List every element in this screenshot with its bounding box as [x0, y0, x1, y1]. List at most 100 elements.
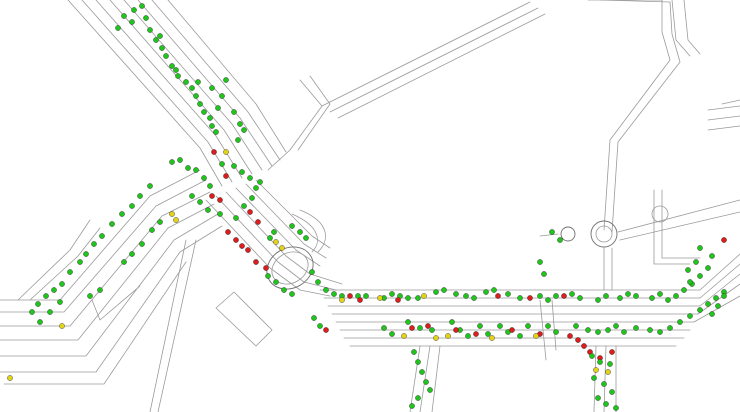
signal-green-104[interactable] [315, 279, 321, 285]
signal-green-208[interactable] [415, 359, 421, 365]
signal-yellow-202[interactable] [445, 333, 451, 339]
signal-green-103[interactable] [309, 269, 315, 275]
signal-red-149[interactable] [561, 293, 567, 299]
signal-green-154[interactable] [317, 323, 323, 329]
signal-green-122[interactable] [505, 291, 511, 297]
signal-green-32[interactable] [177, 157, 183, 163]
signal-yellow-206[interactable] [605, 369, 611, 375]
signal-green-25[interactable] [241, 127, 247, 133]
signal-red-54[interactable] [225, 229, 231, 235]
signal-green-98[interactable] [271, 229, 277, 235]
signal-green-88[interactable] [129, 251, 135, 257]
signal-green-127[interactable] [569, 291, 575, 297]
signal-yellow-65[interactable] [273, 239, 279, 245]
signal-green-70[interactable] [119, 211, 125, 217]
signal-green-90[interactable] [149, 227, 155, 233]
signal-red-190[interactable] [453, 327, 459, 333]
signal-green-27[interactable] [129, 19, 135, 25]
signal-green-224[interactable] [541, 271, 547, 277]
signal-green-9[interactable] [169, 63, 175, 69]
signal-red-58[interactable] [253, 259, 259, 265]
signal-green-91[interactable] [157, 219, 163, 225]
signal-green-136[interactable] [665, 297, 671, 303]
signal-green-84[interactable] [57, 299, 63, 305]
signal-green-106[interactable] [331, 291, 337, 297]
signal-green-12[interactable] [189, 85, 195, 91]
signal-green-35[interactable] [201, 175, 207, 181]
signal-red-50[interactable] [211, 149, 217, 155]
signal-green-232[interactable] [709, 253, 715, 259]
signal-green-16[interactable] [207, 115, 213, 121]
signal-green-97[interactable] [267, 235, 273, 241]
signal-green-125[interactable] [545, 297, 551, 303]
signal-green-102[interactable] [289, 291, 295, 297]
signal-green-210[interactable] [423, 379, 429, 385]
signal-green-39[interactable] [205, 207, 211, 213]
signal-green-159[interactable] [429, 327, 435, 333]
signal-yellow-63[interactable] [169, 211, 175, 217]
signal-green-42[interactable] [241, 203, 247, 209]
signal-green-111[interactable] [389, 291, 395, 297]
signal-green-21[interactable] [219, 93, 225, 99]
signal-red-57[interactable] [245, 247, 251, 253]
signal-green-46[interactable] [247, 175, 253, 181]
signal-red-148[interactable] [527, 295, 533, 301]
signal-green-26[interactable] [235, 137, 241, 143]
signal-green-179[interactable] [657, 329, 663, 335]
signal-green-43[interactable] [249, 195, 255, 201]
signal-green-207[interactable] [411, 349, 417, 355]
signal-green-126[interactable] [553, 293, 559, 299]
signal-green-121[interactable] [491, 287, 497, 293]
signal-green-100[interactable] [273, 279, 279, 285]
signal-green-79[interactable] [43, 293, 49, 299]
signal-red-146[interactable] [395, 297, 401, 303]
signal-green-113[interactable] [405, 295, 411, 301]
signal-green-17[interactable] [209, 123, 215, 129]
signal-green-71[interactable] [109, 221, 115, 227]
signal-red-199[interactable] [609, 349, 615, 355]
signal-green-162[interactable] [465, 333, 471, 339]
signal-red-196[interactable] [581, 343, 587, 349]
signal-green-78[interactable] [51, 287, 57, 293]
signal-green-114[interactable] [415, 295, 421, 301]
signal-green-80[interactable] [35, 301, 41, 307]
signal-green-72[interactable] [99, 233, 105, 239]
signal-green-231[interactable] [697, 245, 703, 251]
signal-green-128[interactable] [577, 295, 583, 301]
signal-green-181[interactable] [677, 319, 683, 325]
signal-green-175[interactable] [613, 323, 619, 329]
signal-red-233[interactable] [721, 237, 727, 243]
signal-green-8[interactable] [163, 53, 169, 59]
signal-green-48[interactable] [231, 163, 237, 169]
signal-green-129[interactable] [595, 297, 601, 303]
signal-green-116[interactable] [441, 287, 447, 293]
signal-green-229[interactable] [715, 303, 721, 309]
signal-green-18[interactable] [213, 129, 219, 135]
signal-green-75[interactable] [77, 259, 83, 265]
signal-green-96[interactable] [303, 235, 309, 241]
signal-red-187[interactable] [323, 327, 329, 333]
signal-red-195[interactable] [575, 337, 581, 343]
signal-green-140[interactable] [697, 273, 703, 279]
signal-green-137[interactable] [673, 293, 679, 299]
signal-green-77[interactable] [59, 281, 65, 287]
signal-green-3[interactable] [139, 3, 145, 9]
signal-red-56[interactable] [239, 243, 245, 249]
signal-green-86[interactable] [97, 287, 103, 293]
signal-green-134[interactable] [649, 295, 655, 301]
signal-red-191[interactable] [473, 331, 479, 337]
signal-green-130[interactable] [603, 293, 609, 299]
signal-yellow-151[interactable] [377, 295, 383, 301]
signal-green-217[interactable] [591, 375, 597, 381]
signal-green-85[interactable] [87, 293, 93, 299]
signal-green-31[interactable] [169, 159, 175, 165]
signal-green-133[interactable] [633, 293, 639, 299]
signal-green-170[interactable] [553, 329, 559, 335]
signal-green-13[interactable] [193, 93, 199, 99]
signal-green-226[interactable] [557, 237, 563, 243]
signal-red-55[interactable] [233, 237, 239, 243]
signal-red-192[interactable] [509, 327, 515, 333]
signal-yellow-64[interactable] [173, 217, 179, 223]
signal-green-158[interactable] [417, 325, 423, 331]
signal-green-4[interactable] [143, 15, 149, 21]
